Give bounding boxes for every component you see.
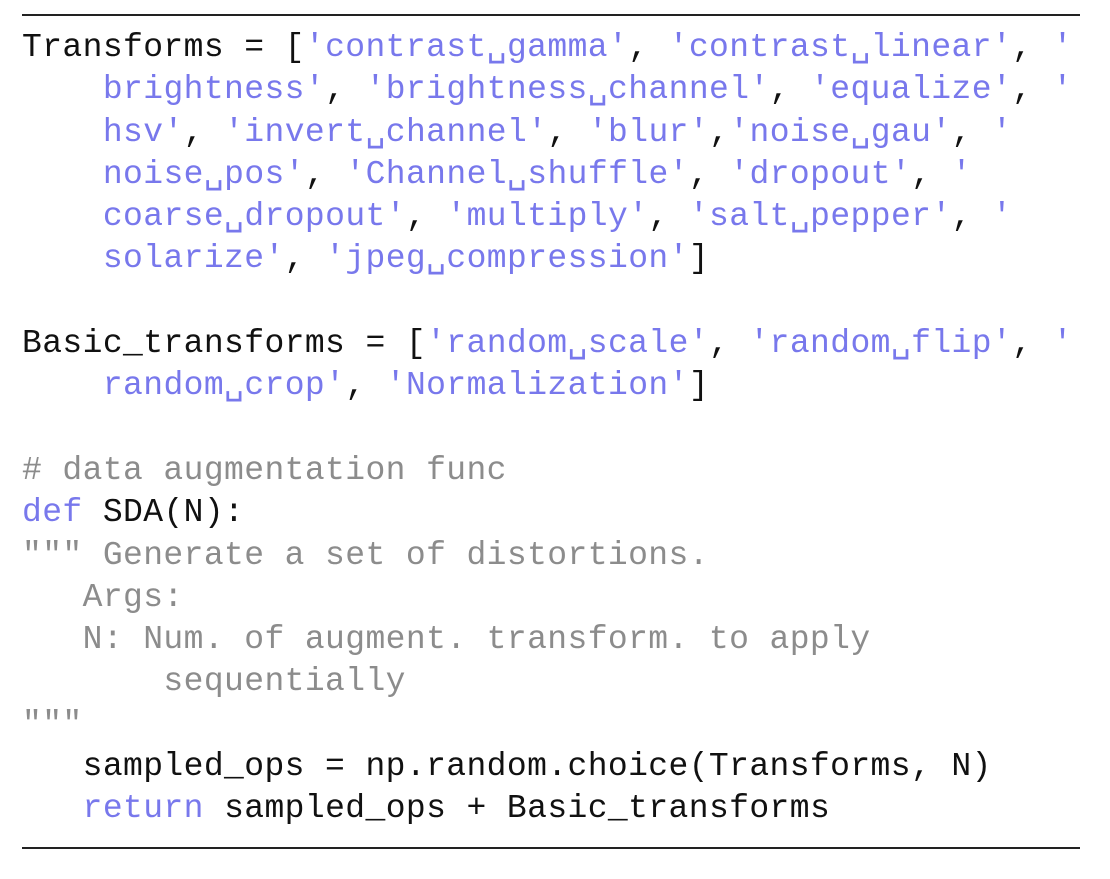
code-text: , (911, 155, 952, 193)
string-literal: 'blur' (587, 113, 710, 151)
code-text: , (345, 367, 386, 405)
code-text: , (284, 240, 326, 278)
string-literal: coarse␣dropout' (102, 198, 406, 236)
code-line: """ Generate a set of distortions. (22, 535, 1092, 577)
code-line: # data augmentation func (22, 450, 1092, 492)
code-line: hsv', 'invert␣channel', 'blur','noise␣ga… (22, 112, 1092, 154)
code-text: ] (688, 240, 710, 278)
code-text (22, 114, 103, 151)
code-text: , (1012, 71, 1053, 109)
comment: sequentially (22, 663, 406, 701)
code-listing: Transforms = ['contrast␣gamma', 'contras… (22, 27, 1092, 831)
string-literal: 'salt␣pepper' (688, 198, 952, 236)
string-literal: solarize' (102, 240, 285, 278)
code-line (22, 281, 1092, 323)
code-line: solarize', 'jpeg␣compression'] (22, 238, 1092, 280)
code-text: ] (688, 367, 710, 405)
comment: """ (22, 705, 83, 743)
comment: Args: (22, 578, 184, 616)
string-literal: ' (1052, 325, 1073, 363)
code-line: def SDA(N): (22, 492, 1092, 534)
code-text: , (709, 325, 750, 363)
code-line: Basic_transforms = ['random␣scale', 'ran… (22, 323, 1092, 365)
code-line: brightness', 'brightness␣channel', 'equa… (22, 69, 1092, 111)
string-literal: ' (951, 155, 972, 193)
code-text: , (951, 198, 992, 236)
code-text: SDA(N): (82, 494, 245, 532)
top-rule (22, 14, 1080, 16)
string-literal: 'noise␣gau' (729, 113, 952, 151)
string-literal: ' (992, 113, 1013, 151)
code-text: Transforms = [ (22, 29, 305, 66)
string-literal: hsv' (102, 113, 184, 151)
code-text (22, 156, 103, 193)
string-literal: noise␣pos' (102, 155, 305, 193)
code-text: , (325, 71, 366, 109)
code-text: , (951, 113, 993, 151)
string-literal: brightness' (102, 71, 326, 109)
code-line: return sampled_ops + Basic_transforms (22, 788, 1092, 830)
keyword: def (22, 494, 83, 532)
code-text: sampled_ops + Basic_transforms (203, 790, 831, 828)
code-text: , (304, 155, 346, 193)
code-text: , (769, 71, 811, 109)
string-literal: 'contrast␣linear' (668, 29, 1013, 66)
code-text: , (405, 198, 447, 236)
code-text: , (547, 113, 588, 151)
code-text (22, 367, 103, 404)
code-text: , (1012, 29, 1053, 66)
bottom-rule (22, 847, 1080, 849)
string-literal: 'contrast␣gamma' (304, 29, 629, 66)
code-line: noise␣pos', 'Channel␣shuffle', 'dropout'… (22, 154, 1092, 196)
code-line: Transforms = ['contrast␣gamma', 'contras… (22, 27, 1092, 69)
string-literal: 'Channel␣shuffle' (345, 155, 689, 193)
string-literal: ' (991, 198, 1013, 236)
string-literal: 'equalize' (810, 71, 1013, 109)
code-text (22, 71, 103, 108)
code-text: sampled_ops = np.random.choice(Transform… (22, 748, 992, 786)
comment: # data augmentation func (22, 451, 507, 489)
string-literal: 'dropout' (729, 155, 912, 193)
code-line (22, 408, 1092, 450)
code-text (22, 198, 103, 235)
string-literal: random␣crop' (102, 367, 346, 405)
code-text: , (688, 155, 730, 193)
code-text: , (1012, 325, 1053, 363)
string-literal: 'brightness␣channel' (365, 71, 770, 109)
code-text: , (183, 113, 225, 151)
code-text (22, 240, 103, 277)
code-line: Args: (22, 577, 1092, 619)
code-line: coarse␣dropout', 'multiply', 'salt␣peppe… (22, 196, 1092, 238)
code-text (22, 790, 83, 827)
string-literal: 'random␣scale' (426, 325, 709, 363)
code-text: , (648, 198, 689, 236)
comment: N: Num. of augment. transform. to apply (22, 621, 871, 659)
string-literal: 'random␣flip' (749, 325, 1013, 363)
string-literal: ' (1052, 29, 1073, 66)
code-text: Basic_transforms = [ (22, 325, 427, 363)
code-text: , (709, 113, 730, 151)
code-line: """ (22, 704, 1092, 746)
string-literal: 'jpeg␣compression' (325, 240, 689, 278)
string-literal: 'Normalization' (385, 367, 689, 405)
string-literal: 'invert␣channel' (224, 113, 548, 151)
string-literal: 'multiply' (446, 198, 649, 236)
comment: """ Generate a set of distortions. (22, 536, 709, 574)
code-line: sequentially (22, 661, 1092, 703)
code-line: random␣crop', 'Normalization'] (22, 365, 1092, 407)
code-text: , (628, 29, 669, 66)
string-literal: ' (1052, 71, 1073, 109)
keyword: return (82, 790, 204, 828)
code-line: sampled_ops = np.random.choice(Transform… (22, 746, 1092, 788)
code-line: N: Num. of augment. transform. to apply (22, 619, 1092, 661)
